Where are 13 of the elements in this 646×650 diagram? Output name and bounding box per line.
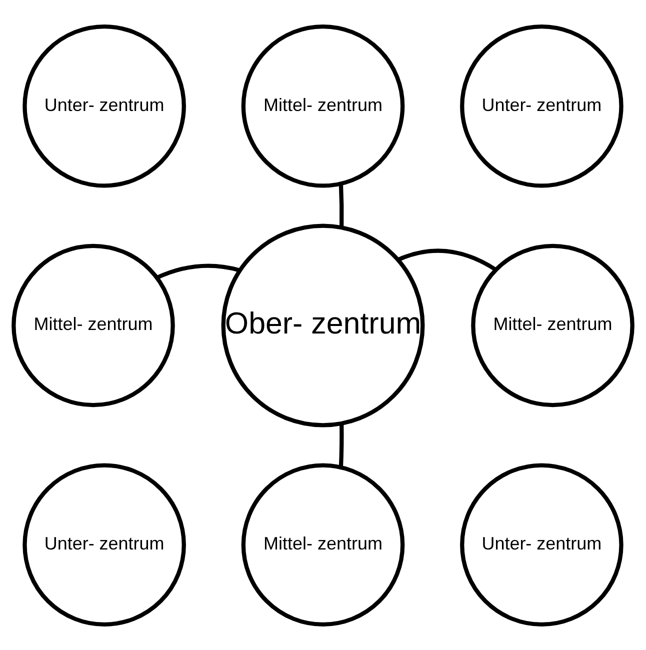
node-circle: Unter- zentrum (460, 462, 624, 626)
node-circle: Mittel- zentrum (471, 243, 634, 407)
node-circle: Unter- zentrum (22, 462, 186, 626)
connector (338, 183, 344, 228)
node-circle: Mittel- zentrum (241, 462, 405, 626)
connector (397, 248, 496, 271)
node-circle: Ober- zentrum (221, 223, 425, 427)
connector (156, 263, 240, 280)
connector (338, 423, 344, 466)
node-circle: Mittel- zentrum (12, 243, 175, 407)
node-circle: Unter- zentrum (460, 24, 624, 188)
node-circle: Unter- zentrum (22, 24, 186, 188)
node-circle: Mittel- zentrum (241, 24, 405, 188)
